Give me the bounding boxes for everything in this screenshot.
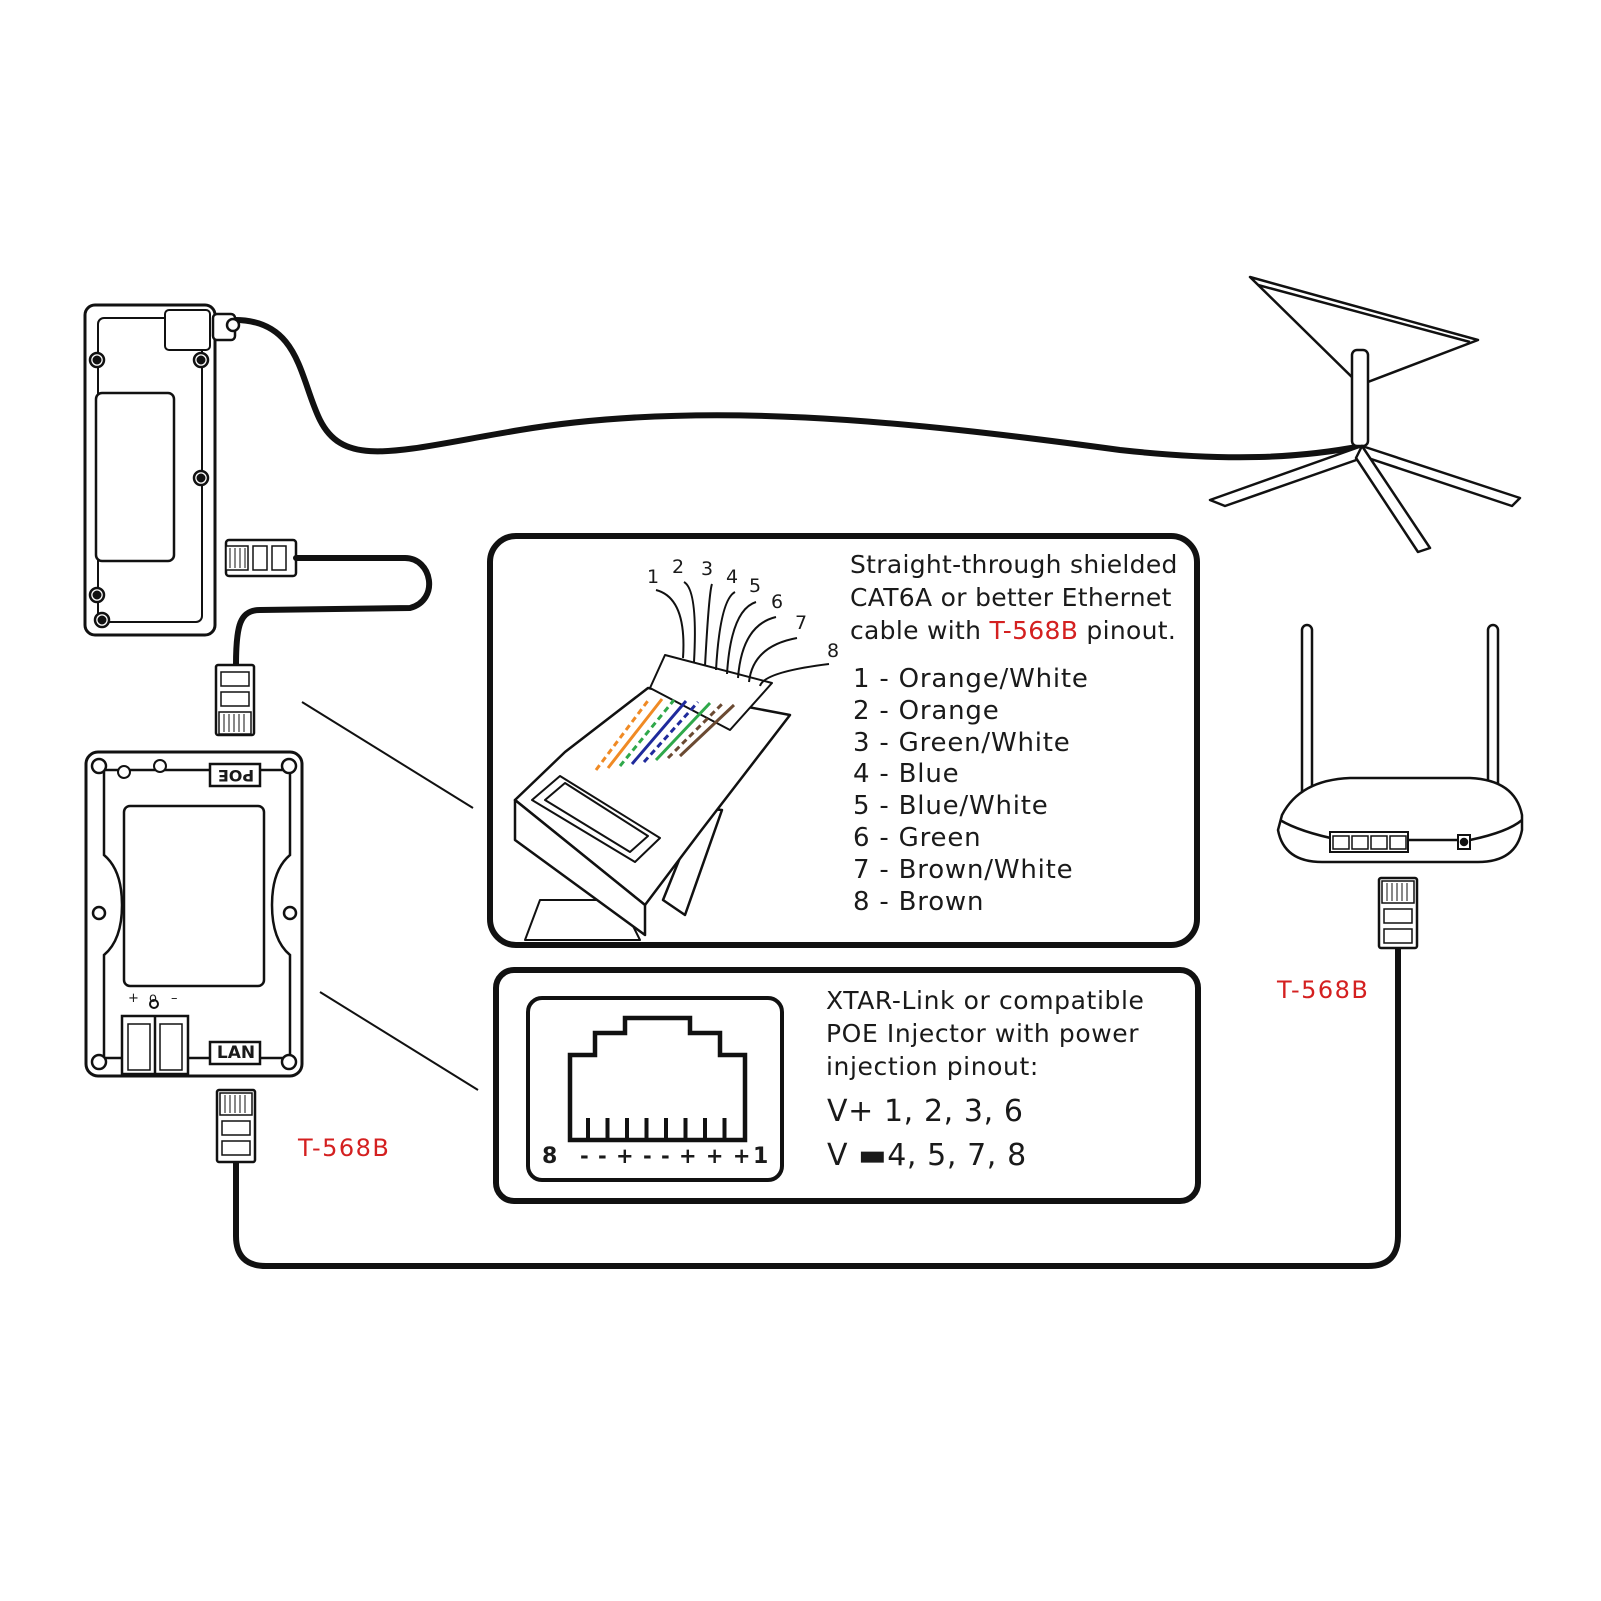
router-icon [1276,623,1524,864]
cable-info-box [487,533,1200,948]
poe-lan-label: LAN [216,1043,256,1063]
satellite-dish-icon [1208,275,1522,554]
v-plus-pins: V+ 1, 2, 3, 6 [827,1094,1024,1129]
jack-pin-1-label: 1 [753,1144,769,1169]
connector-wire-4 [630,700,688,765]
injector-description-line-1: XTAR-Link or compatible [826,986,1145,1015]
pin-leader-6 [737,616,777,679]
connector-pin-8: 8 [827,640,840,662]
pin-leader-7 [748,637,798,683]
rj45-connector-icon [513,654,792,941]
dish-power-module-icon [83,303,298,637]
cable-description-line-3: cable with T-568B pinout. [850,614,1178,647]
injector-description-line-2: POE Injector with power [826,1019,1140,1048]
rj45-jack-icon [567,1015,748,1143]
callout-line-cable [301,701,474,809]
rj45-plug-router-icon [1377,876,1419,950]
rj45-plug-upper-icon [214,663,256,737]
connector-pin-1: 1 [647,566,660,588]
pin-leader-2 [683,581,696,663]
poe-terminal-plus: + [128,991,139,1006]
connector-wire-5 [642,700,700,764]
jack-pin-contacts [586,1118,727,1140]
cable-line3-prefix: cable with [850,616,990,645]
poe-adapter-icon [84,750,304,1078]
router-standard-label: T-568B [1277,976,1370,1004]
pinout-item-6: 6 - Green [853,822,982,853]
pinout-item-1: 1 - Orange/White [853,664,1089,694]
pin-leader-8 [759,663,830,687]
pinout-item-5: 5 - Blue/White [853,791,1049,822]
router-cable [233,944,1401,1269]
v-minus-pins: V ▬4, 5, 7, 8 [827,1138,1027,1173]
connector-pin-4: 4 [726,566,739,588]
poe-terminal-ground: o [149,991,157,1006]
injector-info-box [493,967,1201,1204]
pin-leader-3 [704,583,713,667]
cable-line3-suffix: pinout. [1078,616,1177,645]
jack-pin-8-label: 8 [542,1144,558,1169]
pinout-item-2: 2 - Orange [853,695,1000,726]
pin-leader-5 [726,601,757,675]
cable-description: Straight-through shielded CAT6A or bette… [850,548,1178,647]
connector-wire-2 [606,698,664,769]
connector-pin-3: 3 [701,558,714,580]
pinout-list: 1 - Orange/White 2 - Orange 3 - Green/Wh… [853,664,1089,918]
rj45-plug-lower-icon [215,1088,257,1164]
injector-standard-label: T-568B [298,1134,391,1162]
connector-pin-6: 6 [771,591,784,613]
connector-pin-7: 7 [795,612,808,634]
connector-pin-5: 5 [749,575,762,597]
poe-uplink-cable [233,555,433,668]
connector-wire-6 [654,701,712,762]
connector-wires [594,697,736,771]
injector-description: XTAR-Link or compatible POE Injector wit… [826,984,1145,1083]
cable-description-line-1: Straight-through shielded [850,550,1178,579]
jack-polarity-label: - - + - - + + + [580,1144,752,1168]
callout-line-injector [319,991,479,1091]
connector-pin-2: 2 [672,556,685,578]
pin-leader-4 [715,591,736,671]
pinout-item-8: 8 - Brown [853,886,985,917]
pinout-item-7: 7 - Brown/White [853,854,1074,885]
cable-standard-highlight: T-568B [989,616,1079,645]
connector-wire-3 [618,699,676,767]
dish-cable [232,317,1365,461]
poe-terminal-minus: – [171,991,178,1006]
pinout-item-4: 4 - Blue [853,759,960,790]
connector-wire-1 [594,697,652,771]
injector-description-line-3: injection pinout: [826,1052,1039,1081]
pinout-item-3: 3 - Green/White [853,727,1071,758]
connector-wire-8 [678,703,736,758]
rj45-jack-frame [526,996,784,1182]
cable-description-line-2: CAT6A or better Ethernet [850,583,1172,612]
connector-wire-7 [666,702,724,760]
pin-leader-lines [655,581,830,687]
poe-top-label: POE [217,766,255,785]
pin-leader-1 [655,589,685,659]
